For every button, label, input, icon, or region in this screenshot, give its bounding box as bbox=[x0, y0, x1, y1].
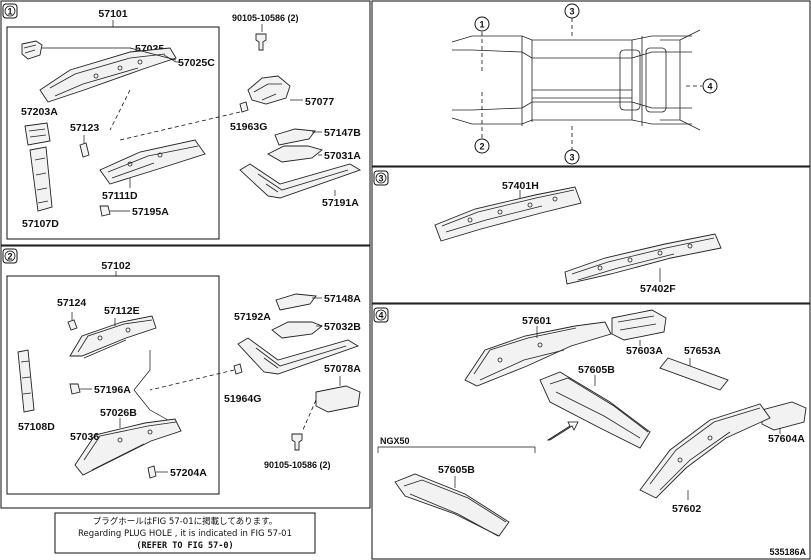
label-57123: 57123 bbox=[70, 122, 99, 134]
label-57107D: 57107D bbox=[22, 218, 59, 230]
part-57035 bbox=[21, 40, 43, 60]
label-57605B-ngx50: 57605B bbox=[438, 464, 475, 476]
label-57112E: 57112E bbox=[104, 305, 140, 317]
label-57148A: 57148A bbox=[324, 293, 361, 305]
label-51964G: 51964G bbox=[224, 393, 261, 405]
label-57603A: 57603A bbox=[626, 345, 663, 357]
part-57192A bbox=[237, 337, 360, 375]
part-57112E bbox=[69, 315, 157, 357]
part-57605B-ngx50 bbox=[394, 473, 510, 537]
part-57203A bbox=[24, 122, 51, 146]
label-57026B: 57026B bbox=[100, 407, 137, 419]
label-ngx50: NGX50 bbox=[380, 436, 410, 446]
label-57401H: 57401H bbox=[502, 180, 539, 192]
label-57195A: 57195A bbox=[132, 206, 169, 218]
part-57602 bbox=[639, 403, 771, 499]
part-57191A bbox=[239, 163, 362, 199]
part-57078A bbox=[315, 385, 361, 413]
part-51963G bbox=[239, 101, 249, 113]
label-57191A: 57191A bbox=[322, 197, 359, 209]
label-57036: 57036 bbox=[70, 431, 99, 443]
part-90105-bolt-s1 bbox=[255, 33, 267, 51]
note-reference: (REFER TO FIG 57-0) bbox=[136, 541, 233, 551]
label-51963G: 51963G bbox=[230, 121, 267, 133]
label-57604A: 57604A bbox=[768, 433, 805, 445]
part-57148A bbox=[275, 293, 317, 311]
overview-callout-4: 4 bbox=[707, 82, 712, 92]
overview-callout-2: 2 bbox=[479, 142, 484, 152]
svg-text:2: 2 bbox=[7, 252, 12, 262]
label-57192A: 57192A bbox=[234, 311, 271, 323]
part-57124 bbox=[67, 319, 78, 331]
part-57077 bbox=[247, 75, 291, 105]
section-1: 57101 57035 57025C 57203A 57107D 57123 5 bbox=[6, 8, 362, 240]
group-box-57102 bbox=[6, 275, 220, 495]
label-90105-10586-s1: 90105-10586 (2) bbox=[232, 13, 299, 23]
label-57601: 57601 bbox=[522, 315, 551, 327]
label-90105-10586-s2: 90105-10586 (2) bbox=[264, 460, 331, 470]
label-57602: 57602 bbox=[672, 503, 701, 515]
part-57603A bbox=[611, 309, 667, 341]
overview-callout-1: 1 bbox=[479, 20, 484, 30]
plug-hole-note: プラグホールはFIG 57-01に掲載してあります。 Regarding PLU… bbox=[54, 512, 316, 554]
svg-text:1: 1 bbox=[7, 7, 12, 17]
part-57195A bbox=[99, 205, 111, 217]
section-number-2: 2 bbox=[2, 248, 18, 264]
direction-arrow bbox=[546, 421, 579, 441]
part-57107D bbox=[29, 146, 53, 212]
frame-overview: 1 2 3 3 4 bbox=[451, 3, 718, 165]
part-57026B bbox=[74, 418, 182, 476]
part-57604A bbox=[761, 401, 807, 431]
part-51964G bbox=[233, 363, 243, 375]
label-57025C: 57025C bbox=[178, 57, 215, 69]
label-57101: 57101 bbox=[98, 8, 127, 20]
label-57204A: 57204A bbox=[170, 467, 207, 479]
label-57196A: 57196A bbox=[94, 384, 131, 396]
label-57031A: 57031A bbox=[324, 150, 361, 162]
label-57203A: 57203A bbox=[21, 106, 58, 118]
label-57605B: 57605B bbox=[578, 364, 615, 376]
part-57605B bbox=[539, 371, 651, 449]
overview-callout-3-top: 3 bbox=[569, 7, 574, 17]
part-57111D bbox=[99, 139, 206, 185]
svg-text:3: 3 bbox=[378, 174, 383, 184]
label-57108D: 57108D bbox=[18, 421, 55, 433]
figure-id: 535186A bbox=[769, 547, 806, 557]
svg-text:4: 4 bbox=[378, 311, 383, 321]
section-2: 57102 57124 57112E 57108D 57196A 57026B … bbox=[6, 260, 361, 495]
part-90105-bolt-s2 bbox=[291, 433, 303, 451]
label-57032B: 57032B bbox=[324, 321, 361, 333]
part-57402F bbox=[564, 233, 722, 285]
part-57653A bbox=[659, 357, 729, 391]
part-57401H bbox=[434, 186, 582, 242]
label-57653A: 57653A bbox=[684, 345, 721, 357]
part-57031A bbox=[267, 145, 323, 163]
label-57102: 57102 bbox=[101, 260, 130, 272]
section-number-1: 1 bbox=[2, 3, 18, 19]
label-57077: 57077 bbox=[305, 96, 334, 108]
label-57147B: 57147B bbox=[324, 127, 361, 139]
part-57147B bbox=[274, 128, 316, 146]
part-57032B bbox=[271, 321, 323, 339]
label-57078A: 57078A bbox=[324, 363, 361, 375]
note-english: Regarding PLUG HOLE , it is indicated in… bbox=[78, 529, 292, 539]
label-57402F: 57402F bbox=[640, 283, 676, 295]
part-57196A bbox=[69, 383, 81, 395]
part-57108D bbox=[17, 349, 35, 413]
part-57204A bbox=[147, 465, 157, 479]
label-57111D: 57111D bbox=[102, 190, 138, 202]
label-57124: 57124 bbox=[57, 297, 86, 309]
part-57123 bbox=[79, 142, 90, 158]
section-3: 57401H 57402F bbox=[434, 180, 722, 295]
section-number-3: 3 bbox=[373, 170, 389, 186]
note-japanese: プラグホールはFIG 57-01に掲載してあります。 bbox=[93, 516, 278, 527]
overview-callout-3-bottom: 3 bbox=[569, 153, 574, 163]
section-4: 57601 57603A 57653A 57605B 57604A 57602 … bbox=[377, 309, 807, 537]
section-number-4: 4 bbox=[373, 307, 389, 323]
